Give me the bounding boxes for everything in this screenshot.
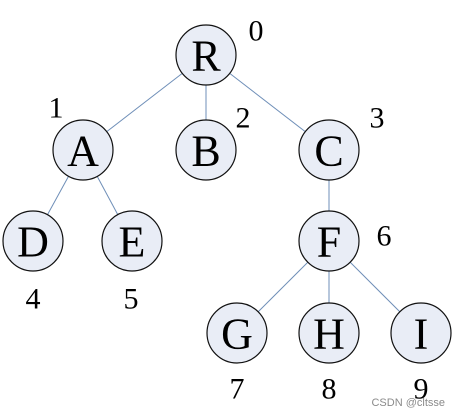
node-label-d: D bbox=[17, 218, 49, 267]
node-index-c: 3 bbox=[370, 102, 385, 135]
edge-f-i bbox=[349, 261, 401, 313]
node-circle-h bbox=[298, 302, 360, 364]
node-r: R0 bbox=[175, 15, 264, 86]
node-label-r: R bbox=[191, 32, 221, 81]
node-circle-r bbox=[175, 24, 237, 86]
node-circle-b bbox=[175, 119, 237, 181]
node-circle-c bbox=[298, 119, 360, 181]
edge-r-c bbox=[229, 72, 306, 133]
node-label-c: C bbox=[314, 127, 343, 176]
node-index-g: 7 bbox=[230, 373, 245, 406]
node-label-h: H bbox=[313, 310, 345, 359]
node-circle-i bbox=[390, 302, 452, 364]
node-label-e: E bbox=[119, 218, 146, 267]
node-label-a: A bbox=[67, 127, 99, 176]
node-index-i: 9 bbox=[414, 373, 429, 406]
node-circle-g bbox=[206, 302, 268, 364]
node-g: G7 bbox=[206, 302, 268, 406]
node-index-f: 6 bbox=[377, 220, 392, 253]
node-d: D4 bbox=[2, 210, 64, 316]
node-circle-f bbox=[298, 210, 360, 272]
edge-f-g bbox=[257, 261, 309, 313]
node-label-g: G bbox=[221, 310, 253, 359]
node-a: A1 bbox=[49, 92, 114, 181]
node-c: C3 bbox=[298, 102, 385, 181]
node-index-h: 8 bbox=[322, 373, 337, 406]
node-label-f: F bbox=[317, 218, 341, 267]
node-index-r: 0 bbox=[249, 15, 264, 48]
node-i: I9 bbox=[390, 302, 452, 406]
node-circle-d bbox=[2, 210, 64, 272]
node-e: E5 bbox=[101, 210, 163, 316]
watermark: CSDN @cltsse bbox=[371, 397, 445, 409]
node-h: H8 bbox=[298, 302, 360, 406]
node-label-i: I bbox=[414, 310, 429, 359]
node-label-b: B bbox=[191, 127, 220, 176]
node-index-e: 5 bbox=[124, 283, 139, 316]
node-b: B2 bbox=[175, 102, 251, 181]
node-index-a: 1 bbox=[49, 92, 64, 125]
edge-a-d bbox=[47, 176, 69, 215]
node-index-d: 4 bbox=[26, 283, 41, 316]
edge-r-a bbox=[106, 72, 183, 133]
edges-layer bbox=[47, 72, 401, 313]
edge-a-e bbox=[96, 176, 119, 215]
node-index-b: 2 bbox=[236, 102, 251, 135]
node-circle-a bbox=[52, 119, 114, 181]
node-circle-e bbox=[101, 210, 163, 272]
